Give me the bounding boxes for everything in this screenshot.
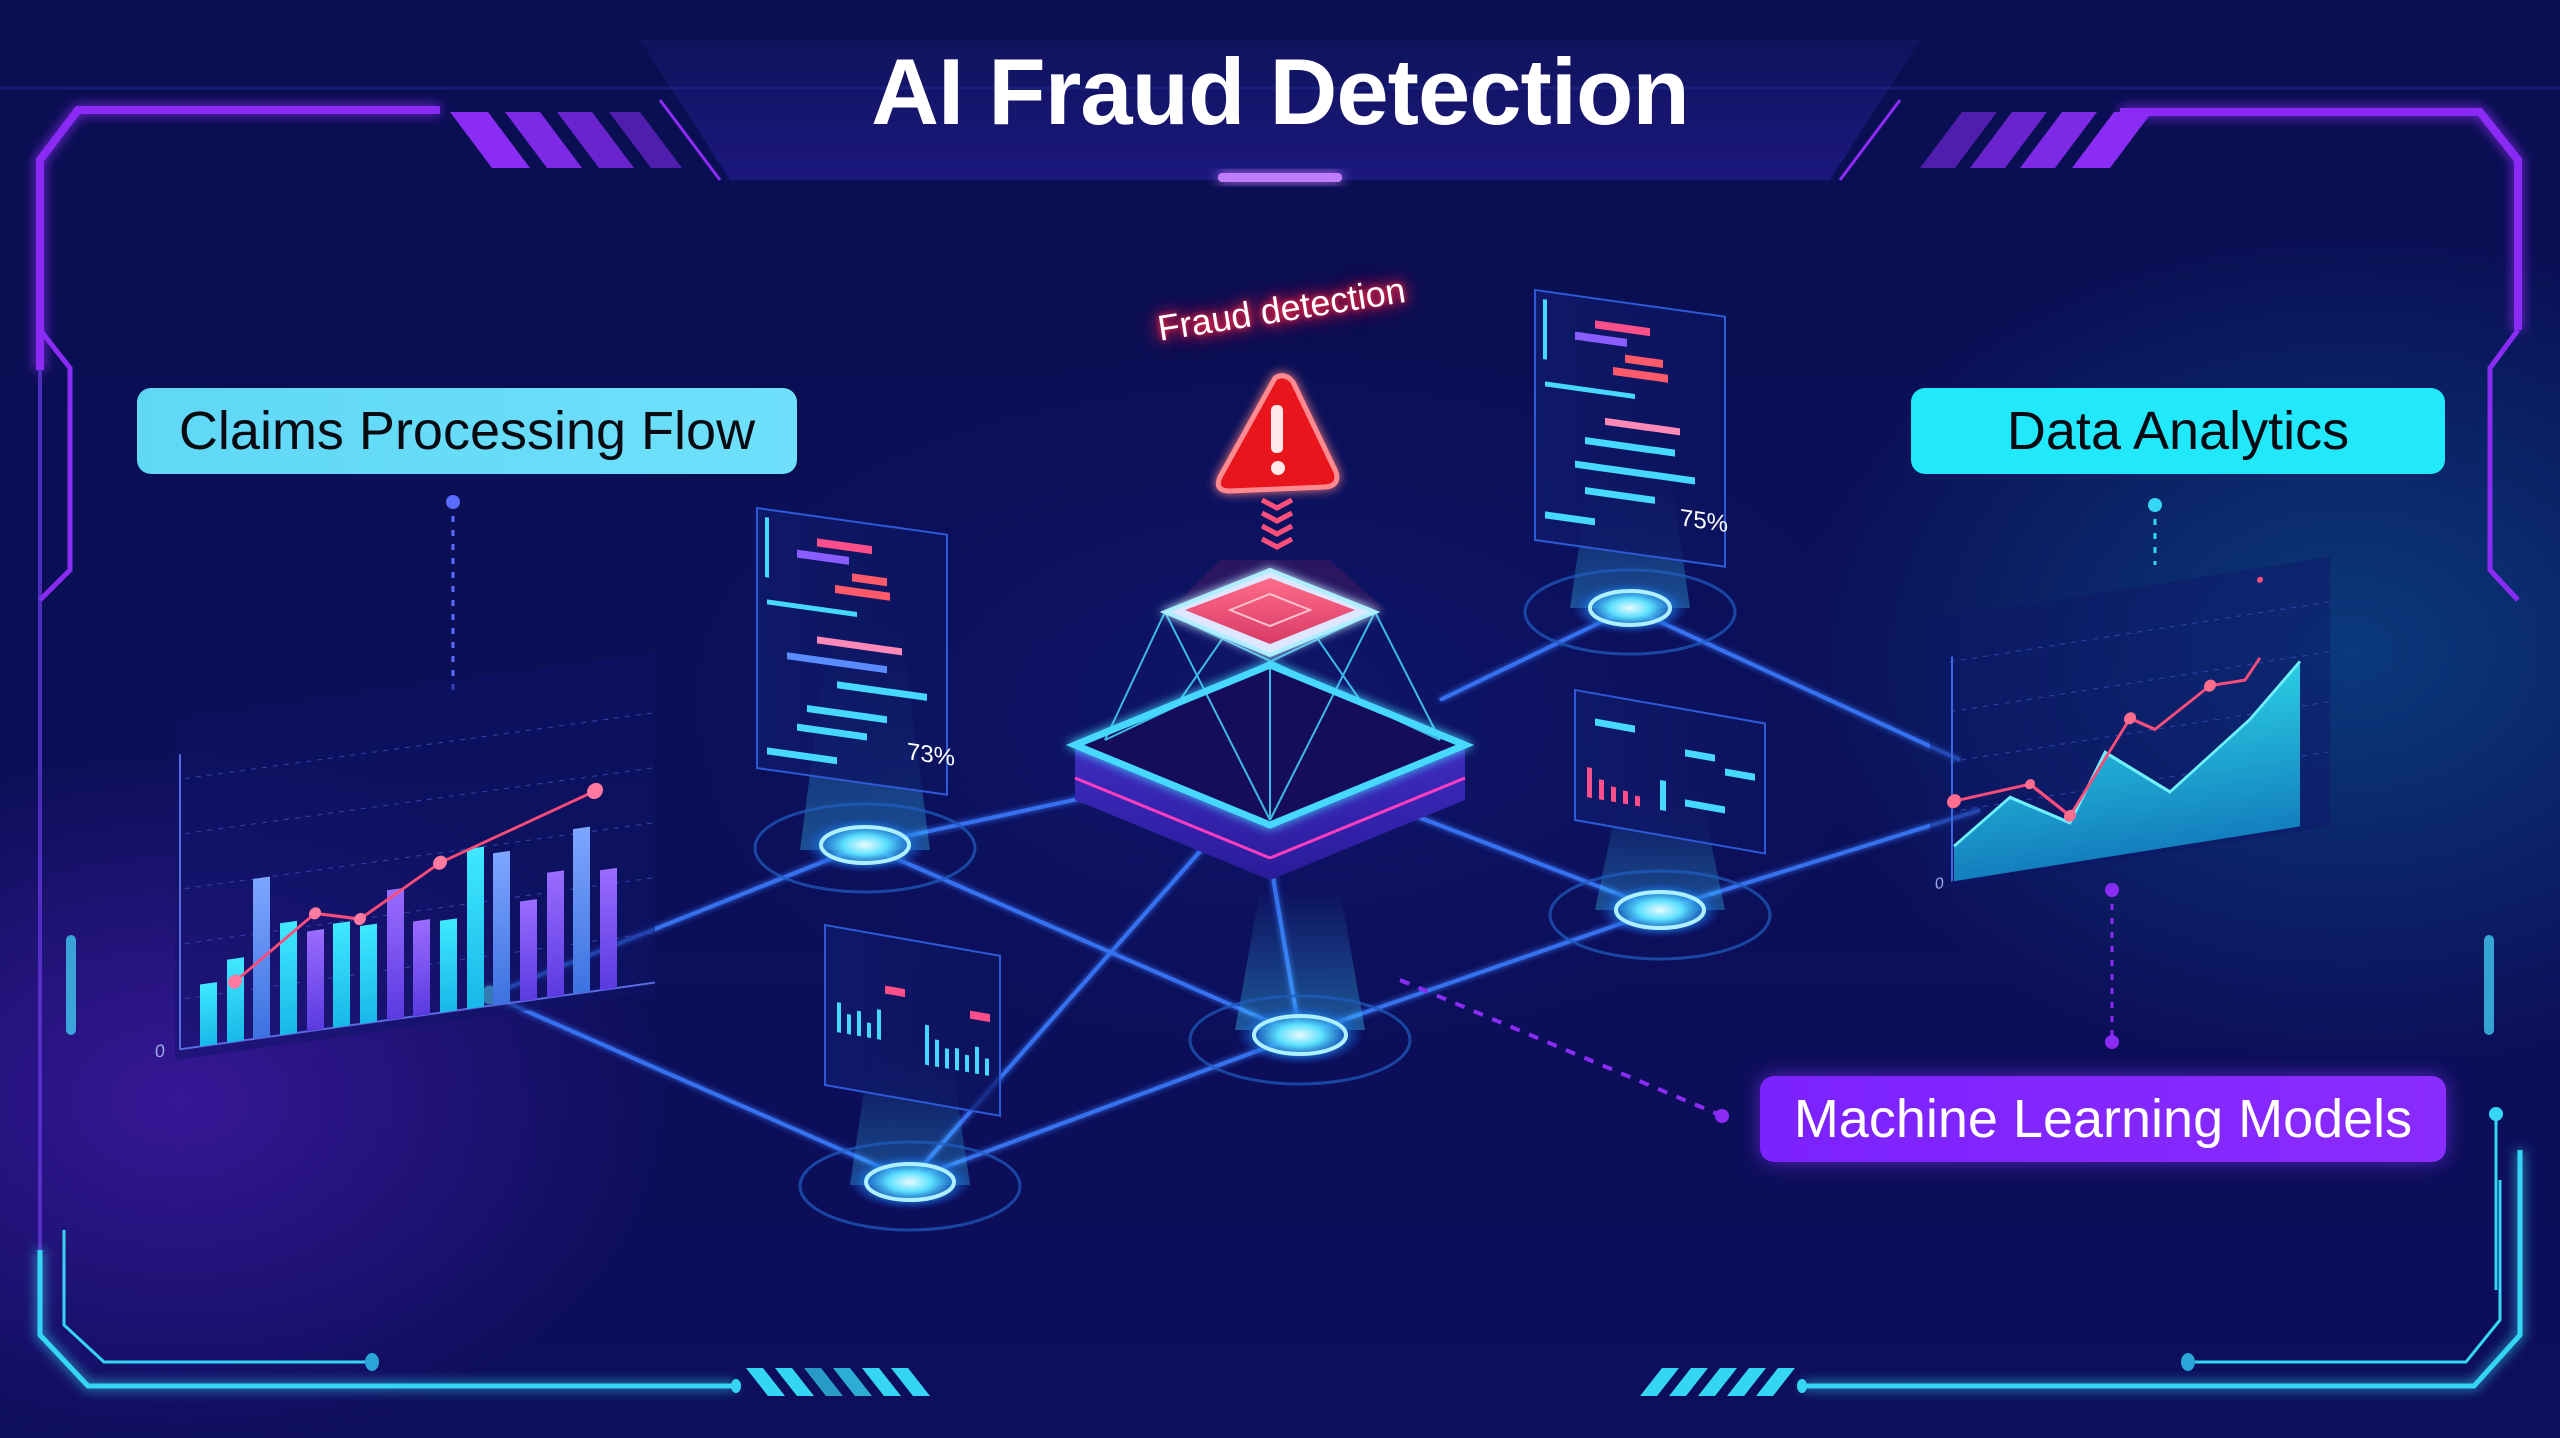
data-analytics-label: Data Analytics xyxy=(1911,388,2445,474)
machine-learning-models-text: Machine Learning Models xyxy=(1793,1089,2413,1149)
dashboard-panel-list: 73% xyxy=(756,506,955,796)
claims-processing-flow-text: Claims Processing Flow xyxy=(178,401,756,461)
warning-triangle-icon xyxy=(1215,373,1340,494)
svg-text:0: 0 xyxy=(155,1040,165,1061)
network-node xyxy=(753,802,977,894)
network-node xyxy=(798,1140,1022,1232)
network-node xyxy=(1548,869,1772,961)
dashboard-panel-list: 75% xyxy=(1534,288,1728,568)
claims-processing-flow-label: Claims Processing Flow xyxy=(137,388,797,474)
machine-learning-models-label: Machine Learning Models xyxy=(1760,1076,2446,1162)
network-node xyxy=(1523,568,1737,656)
dashboard-panel-minicharts xyxy=(1574,688,1766,855)
svg-text:0: 0 xyxy=(1935,874,1944,893)
dashboard-panel-minicharts xyxy=(824,923,1001,1118)
data-analytics-text: Data Analytics xyxy=(2006,401,2350,461)
network-node xyxy=(1188,994,1412,1086)
page-title: AI Fraud Detection xyxy=(871,39,1690,144)
